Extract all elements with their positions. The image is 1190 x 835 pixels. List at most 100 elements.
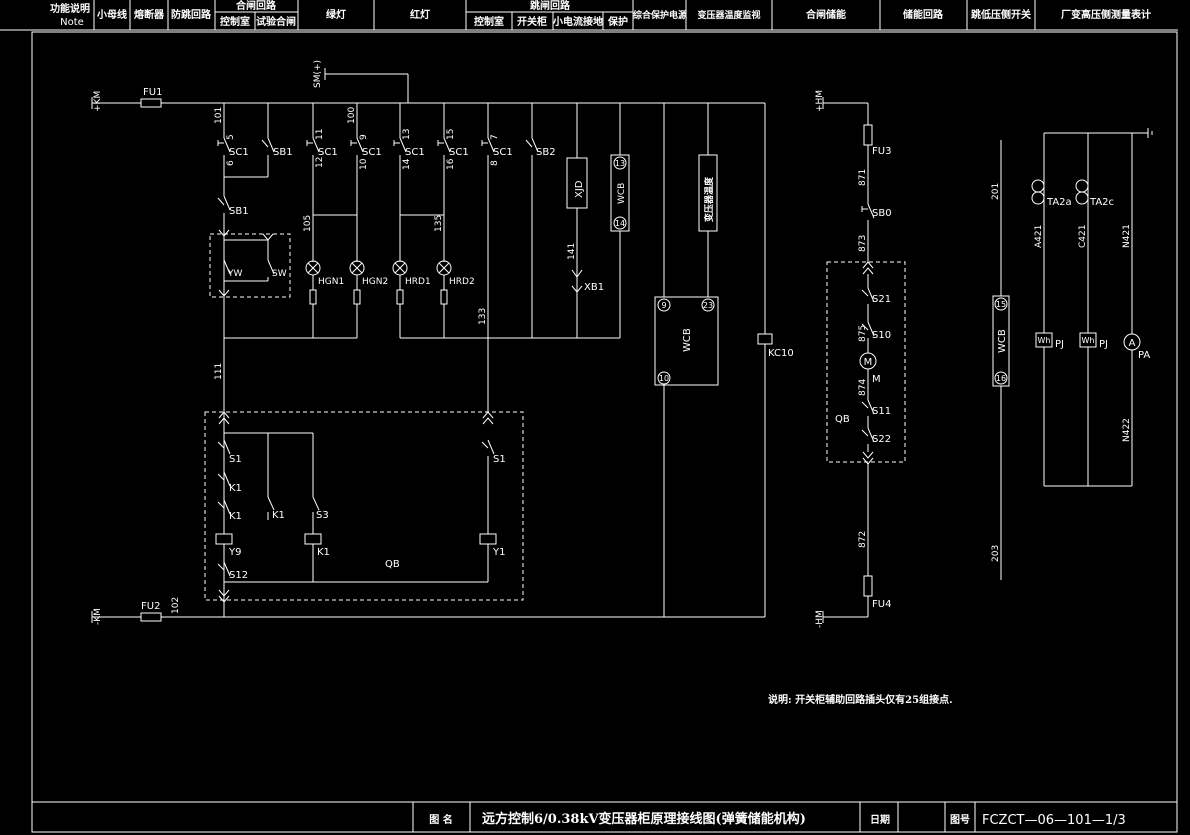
footer-title: 远方控制6/0.38kV变压器柜原理接线图(弹簧储能机构) <box>482 811 806 827</box>
node-5: 5 <box>226 134 236 140</box>
label-k1-c: K1 <box>272 510 285 521</box>
label-s1-a: S1 <box>229 454 242 465</box>
terminal-13: 13 <box>615 159 625 168</box>
ct-ta2c <box>1081 179 1089 205</box>
node-n422: N422 <box>1122 418 1132 442</box>
label-wcb-box: WCB <box>682 328 693 352</box>
node-a421: A421 <box>1034 225 1044 248</box>
label-sc1-d: SC1 <box>405 147 425 158</box>
node-135: 135 <box>434 215 444 232</box>
label-hrd1: HRD1 <box>405 277 431 287</box>
node-133: 133 <box>478 308 488 325</box>
node-111: 111 <box>214 363 224 380</box>
relay-kc10 <box>757 333 773 345</box>
node-c421: C421 <box>1078 225 1088 248</box>
label-sb2: SB2 <box>536 147 556 158</box>
node-101: 101 <box>214 107 224 124</box>
terminal-23: 23 <box>703 301 713 310</box>
label-yw: YW <box>227 269 242 279</box>
connector-xb1 <box>571 266 583 293</box>
header-trip-earth: 小电流接地 <box>552 15 603 28</box>
header-temp-monitor: 变压器温度监视 <box>697 9 760 21</box>
label-s3: S3 <box>316 510 329 521</box>
header-anti-jump: 防跳回路 <box>171 8 212 21</box>
node-15: 15 <box>446 129 456 140</box>
device-wcb <box>654 296 719 386</box>
label-sb0: SB0 <box>872 208 892 219</box>
node-10: 10 <box>359 158 369 170</box>
label-sc1-b: SC1 <box>318 147 338 158</box>
fuse-fu3-label: FU3 <box>872 146 891 157</box>
meter-pj1 <box>1035 332 1053 348</box>
label-wcb-13-14: WCB <box>617 183 627 204</box>
footer-number-label: 图号 <box>950 814 970 826</box>
label-sc1-e: SC1 <box>449 147 469 158</box>
label-s22: S22 <box>872 434 891 445</box>
header-note-en: Note <box>60 17 84 28</box>
label-k1-b: K1 <box>229 511 242 522</box>
meter-pj1-wh: Wh <box>1038 336 1051 345</box>
node-9: 9 <box>359 134 369 140</box>
label-s11: S11 <box>872 406 891 417</box>
fuse-fu4-label: FU4 <box>872 599 891 610</box>
label-pa: PA <box>1138 350 1150 361</box>
node-872: 872 <box>858 531 868 548</box>
bus-pos-km: +KM <box>93 91 103 112</box>
header-trip-lv: 跳低压侧开关 <box>971 8 1031 21</box>
node-875: 875 <box>858 325 868 342</box>
label-y9: Y9 <box>228 547 241 558</box>
footer-drawing-number: FCZCT—06—101—1/3 <box>982 813 1126 828</box>
fuse-fu4 <box>863 575 873 597</box>
node-11: 11 <box>315 129 325 140</box>
drawing-frame <box>31 31 1178 833</box>
node-8: 8 <box>490 160 500 166</box>
ammeter-pa-symbol: A <box>1129 338 1136 349</box>
fuse-fu1 <box>140 98 162 108</box>
label-sc1-c: SC1 <box>362 147 382 158</box>
qb-mechanism-box <box>204 411 524 601</box>
label-s21: S21 <box>872 294 891 305</box>
fuse-fu2 <box>140 612 162 622</box>
bus-neg-km: -KM <box>93 608 103 625</box>
label-hgn2: HGN2 <box>362 277 388 287</box>
storage-circuit: +HM FU3 871 SB0 873 S21 S10 875 M M 874 … <box>815 90 906 628</box>
node-13: 13 <box>402 129 412 140</box>
header-storage-circuit: 储能回路 <box>902 8 944 21</box>
label-sb1-a: SB1 <box>273 147 293 158</box>
node-16: 16 <box>446 158 456 170</box>
ammeter-pa <box>1123 333 1141 351</box>
label-y1: Y1 <box>492 547 505 558</box>
yw-sw-box <box>209 233 291 298</box>
header-trip-control-room: 控制室 <box>474 15 504 28</box>
meter-pj2-wh: Wh <box>1082 336 1095 345</box>
header-note-cn: 功能说明 <box>50 2 90 15</box>
header-hv-meter: 厂变高压侧测量表计 <box>1061 8 1151 21</box>
node-871: 871 <box>858 169 868 186</box>
meter-pj2 <box>1079 332 1097 348</box>
label-m: M <box>872 374 881 385</box>
node-203: 203 <box>991 545 1001 562</box>
header-close-test: 试验合闸 <box>256 15 296 28</box>
label-sb1-b: SB1 <box>229 206 249 217</box>
label-s1-b: S1 <box>493 454 506 465</box>
bus-sm: SM(+) <box>313 60 323 88</box>
terminal-14: 14 <box>615 219 625 228</box>
label-hrd2: HRD2 <box>449 277 475 287</box>
label-k1-coil: K1 <box>317 547 330 558</box>
terminal-9: 9 <box>661 301 666 310</box>
label-temp: 变压器温度 <box>703 176 715 222</box>
header-close-circuit: 合闸回路 <box>235 0 277 12</box>
node-201: 201 <box>991 183 1001 200</box>
ct-ta2a <box>1037 179 1045 205</box>
header-trip-cabinet: 开关柜 <box>517 15 547 28</box>
terminal-15: 15 <box>996 300 1006 309</box>
node-14: 14 <box>402 158 412 170</box>
terminal-10: 10 <box>659 374 669 383</box>
node-12: 12 <box>315 157 325 168</box>
header-protection-power: 综合保护电源 <box>633 9 687 21</box>
label-kc10: KC10 <box>768 348 794 359</box>
fuse-fu1-label: FU1 <box>143 87 162 98</box>
terminal-16: 16 <box>996 374 1006 383</box>
header-close-storage: 合闸储能 <box>805 8 846 21</box>
